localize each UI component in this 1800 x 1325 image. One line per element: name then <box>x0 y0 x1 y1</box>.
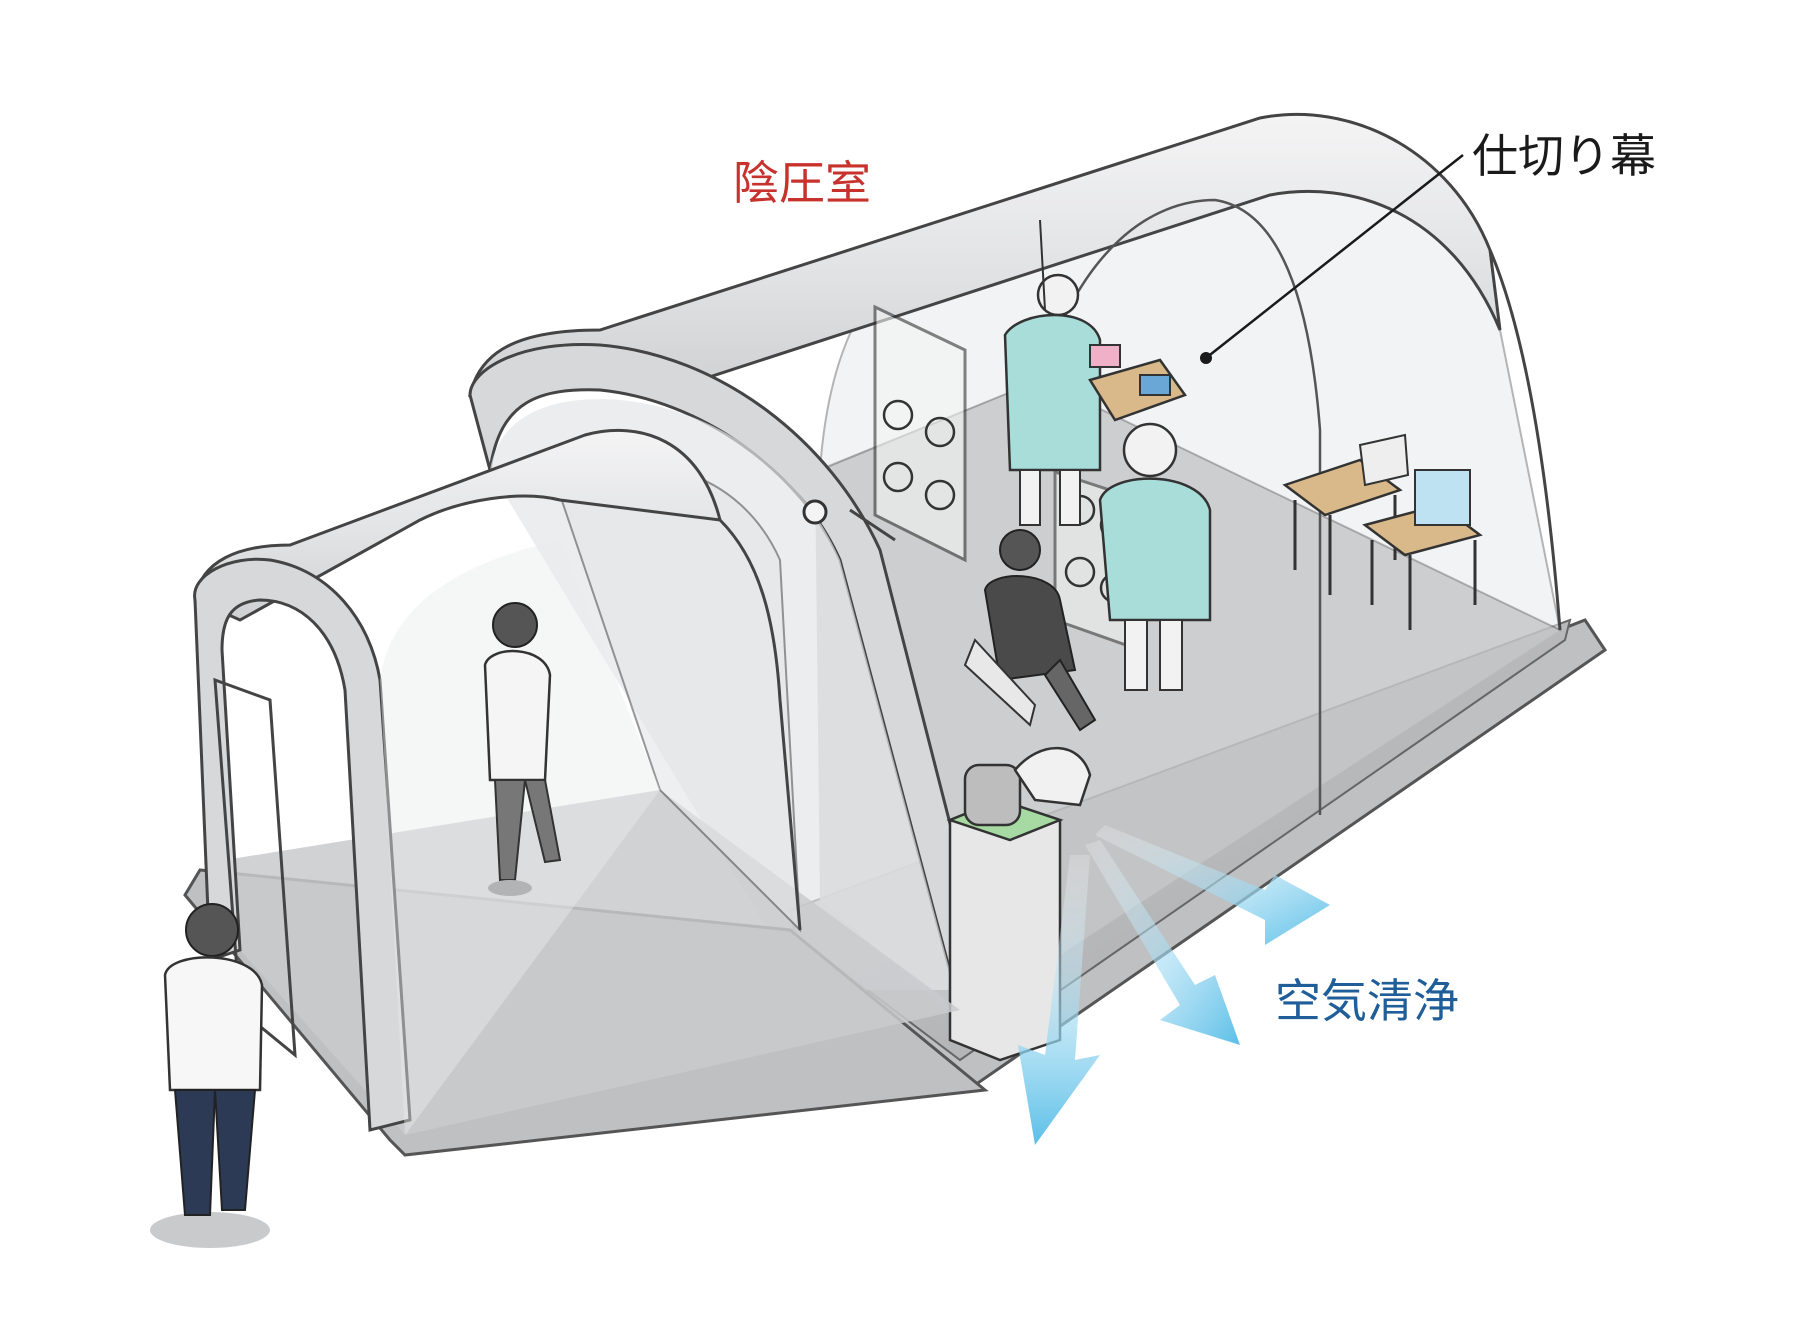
main-tent-right-arch <box>1488 249 1562 631</box>
valve-icon <box>802 499 828 525</box>
box-icon <box>1414 469 1471 526</box>
air-cleaning-label: 空気清浄 <box>1275 974 1459 1028</box>
ante-tent-front-arch <box>193 557 412 1132</box>
airflow-arrow-down-icon <box>1018 855 1100 1145</box>
glove-port-icon <box>1064 556 1096 588</box>
partition-curtain <box>1038 198 1322 815</box>
staff-person-back <box>1003 273 1102 526</box>
ante-tent-door <box>213 677 297 1059</box>
desk-laptop <box>1282 433 1410 595</box>
walking-person <box>483 602 562 896</box>
flex-duct-icon <box>963 763 1022 827</box>
airflow-arrows <box>1018 825 1330 1145</box>
glove-port-icon <box>882 399 914 431</box>
table-back <box>1088 344 1187 422</box>
air-purifier <box>946 746 1092 1062</box>
glove-port-icon <box>924 416 956 448</box>
curtain-leader-dot <box>1200 352 1212 364</box>
glove-panel-back <box>873 304 967 563</box>
laptop-icon <box>1358 433 1410 487</box>
seated-person <box>963 529 1097 732</box>
negative-pressure-room-label: 陰圧室 <box>733 156 871 210</box>
desk-box <box>1362 469 1483 630</box>
partition-curtain-label: 仕切り幕 <box>1472 129 1656 183</box>
airflow-arrow-middle-icon <box>1085 840 1240 1045</box>
curtain-leader-line <box>1205 154 1464 359</box>
glove-port-icon <box>924 479 956 511</box>
airflow-arrow-right-icon <box>1095 825 1330 945</box>
staff-person-front <box>1098 422 1212 691</box>
glove-port-icon <box>882 461 914 493</box>
standing-person <box>150 903 270 1248</box>
ante-tent-roof <box>193 428 722 622</box>
